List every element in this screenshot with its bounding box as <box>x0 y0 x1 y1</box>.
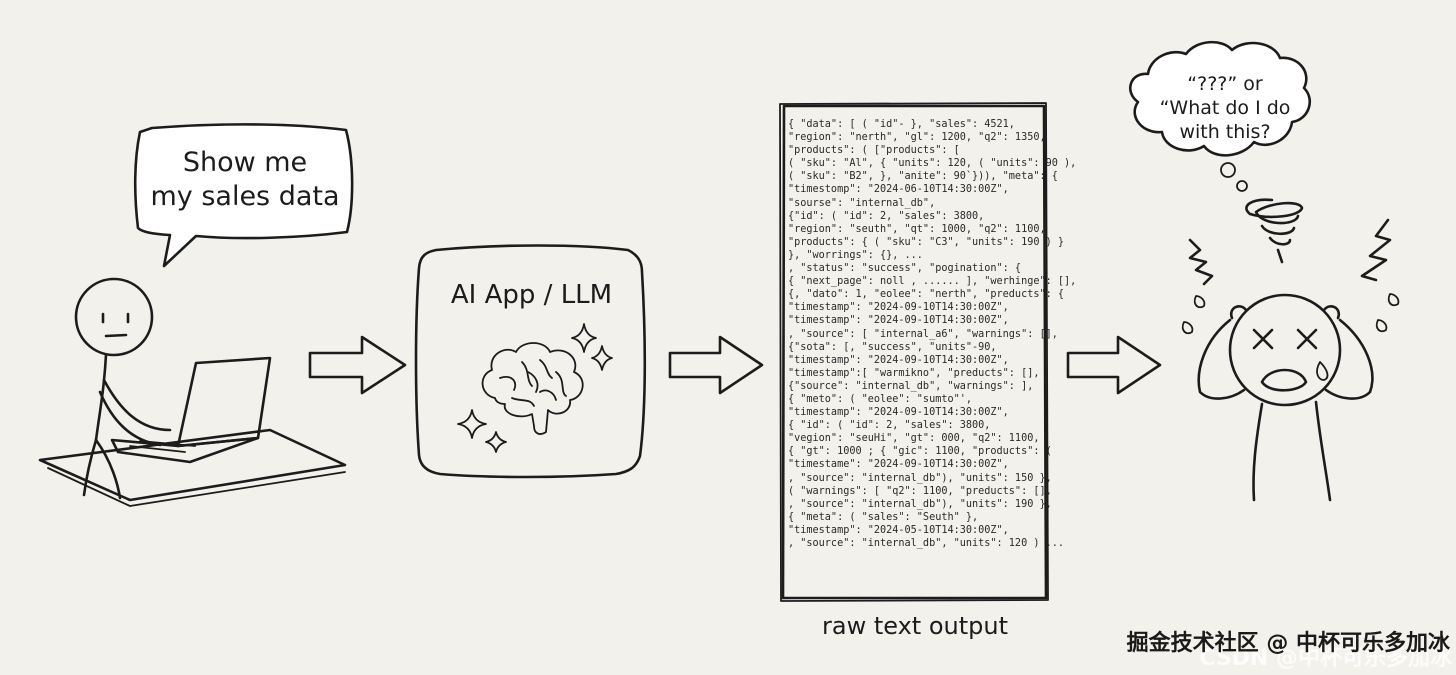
brain-icon <box>481 342 584 435</box>
raw-output-line: { "gt": 1000 ; { "gic": 1100, "products"… <box>788 446 1052 458</box>
raw-output-line: ( "sku": "B2", }, "anite": 90`})), "meta… <box>788 171 1058 183</box>
raw-output-line: "timestamp": "2024-05-10T14:30:00Z", <box>788 524 1009 536</box>
user-figure <box>74 277 172 500</box>
desk <box>38 428 347 507</box>
raw-output-line: { "id": ( "id": 2, "sales": 3800, <box>788 420 991 432</box>
watermark-ghost: CSDN @中杯可乐多加冰 <box>1199 646 1452 671</box>
raw-output-line: "products": ( ["products": [ <box>788 145 960 157</box>
arrow-right-icon <box>308 335 407 395</box>
watermark: 掘金技术社区 @ 中杯可乐多加冰 <box>1126 631 1450 656</box>
confused-head <box>1228 293 1342 407</box>
laptop-icon <box>110 356 272 464</box>
raw-output-line: "timestamp":[ "warmikno", "preducts": []… <box>788 367 1040 379</box>
raw-output-line: { "meta": ( "sales": "Seuth" }, <box>788 511 979 523</box>
thought-line-3: with this? <box>1179 121 1271 143</box>
raw-output-line: {"source": "internal_db", "warnings": ], <box>788 380 1034 392</box>
thought-line-2: “What do I do <box>1159 97 1291 119</box>
speech-line-2: my sales data <box>150 181 340 212</box>
raw-output-line: , "source": "internal_db"), "units": 190… <box>788 498 1052 510</box>
speech-bubble-text: Show me my sales data <box>140 146 350 214</box>
raw-output-line: "region": "seuth", "qt": 1000, "q2": 110… <box>788 223 1046 235</box>
thought-bubble <box>1128 40 1311 192</box>
ai-app-box <box>414 244 647 479</box>
raw-output-line: "timestame": "2024-09-10T14:30:00Z", <box>788 459 1009 471</box>
raw-output-line: "vegion": "seuHi", "gt": 000, "q2": 1100… <box>788 433 1040 445</box>
sparkle-icon <box>457 323 613 453</box>
raw-output-line: , "source": "internal_db", "units": 120 … <box>788 538 1065 549</box>
raw-output-line: ( "sku": "Al", { "units": 120, ( "units"… <box>788 158 1077 170</box>
raw-output-line: "timestamp": "2024-09-10T14:30:00Z", <box>788 315 1009 327</box>
arrow-right-icon <box>668 335 764 395</box>
raw-output-line: "timestamp": "2024-09-10T14:30:00Z", <box>788 354 1009 366</box>
raw-output-line: "timestomp": "2024-06-10T14:30:00Z", <box>788 184 1009 196</box>
raw-output-label: raw text output <box>822 612 1008 640</box>
speech-bubble <box>133 123 354 268</box>
raw-output-line: "timestamp": "2024-09-10T14:30:00Z", <box>788 302 1009 314</box>
raw-output-line: { "meto": ( "eolee": "sumto"', <box>788 393 973 405</box>
ai-app-title: AI App / LLM <box>450 280 613 310</box>
raw-output-line: { "data": [ ( "id"- }, "sales": 4521, <box>788 119 1015 130</box>
raw-output-line: , "source": [ "internal_a6", "warnings":… <box>788 328 1058 340</box>
raw-output-line: {"id": ( "id": 2, "sales": 3800, <box>788 210 985 222</box>
raw-output-line: , "source": "internal_db"), "units": 150… <box>788 472 1052 484</box>
raw-output-line: "region": "nerth", "gl": 1200, "q2": 135… <box>788 132 1046 144</box>
arrow-right-icon <box>1066 335 1162 395</box>
raw-output-line: { "next_page": noll , ...... ], "werhing… <box>788 276 1077 288</box>
thought-bubble-text: “???” or “What do I do with this? <box>1140 72 1310 144</box>
raw-output-line: , "status": "success", "pogination": { <box>788 263 1022 275</box>
raw-output-line: "products": { ( "sku": "C3", "units": 19… <box>788 236 1065 248</box>
raw-output-line: {, "dato": 1, "eolee": "nerth", "preduct… <box>788 289 1065 301</box>
user-head <box>74 277 154 357</box>
raw-output-line: "sourse": "internal_db", <box>788 197 936 209</box>
raw-output-line: {"sota": [, "success", "units"-90, <box>788 341 997 353</box>
raw-output-panel <box>779 102 1049 602</box>
raw-output-text: { "data": [ ( "id"- }, "sales": 4521, "re… <box>788 118 1077 588</box>
confused-figure <box>1181 198 1400 502</box>
speech-line-1: Show me <box>182 147 308 178</box>
raw-output-line: "timestamp": "2024-09-10T14:30:00Z", <box>788 407 1009 419</box>
thought-line-1: “???” or <box>1187 73 1263 95</box>
raw-output-line: }, "worrings": {}, ... <box>788 249 923 261</box>
raw-output-line: ( "warnings": [ "q2": 1100, "preducts": … <box>788 485 1052 497</box>
